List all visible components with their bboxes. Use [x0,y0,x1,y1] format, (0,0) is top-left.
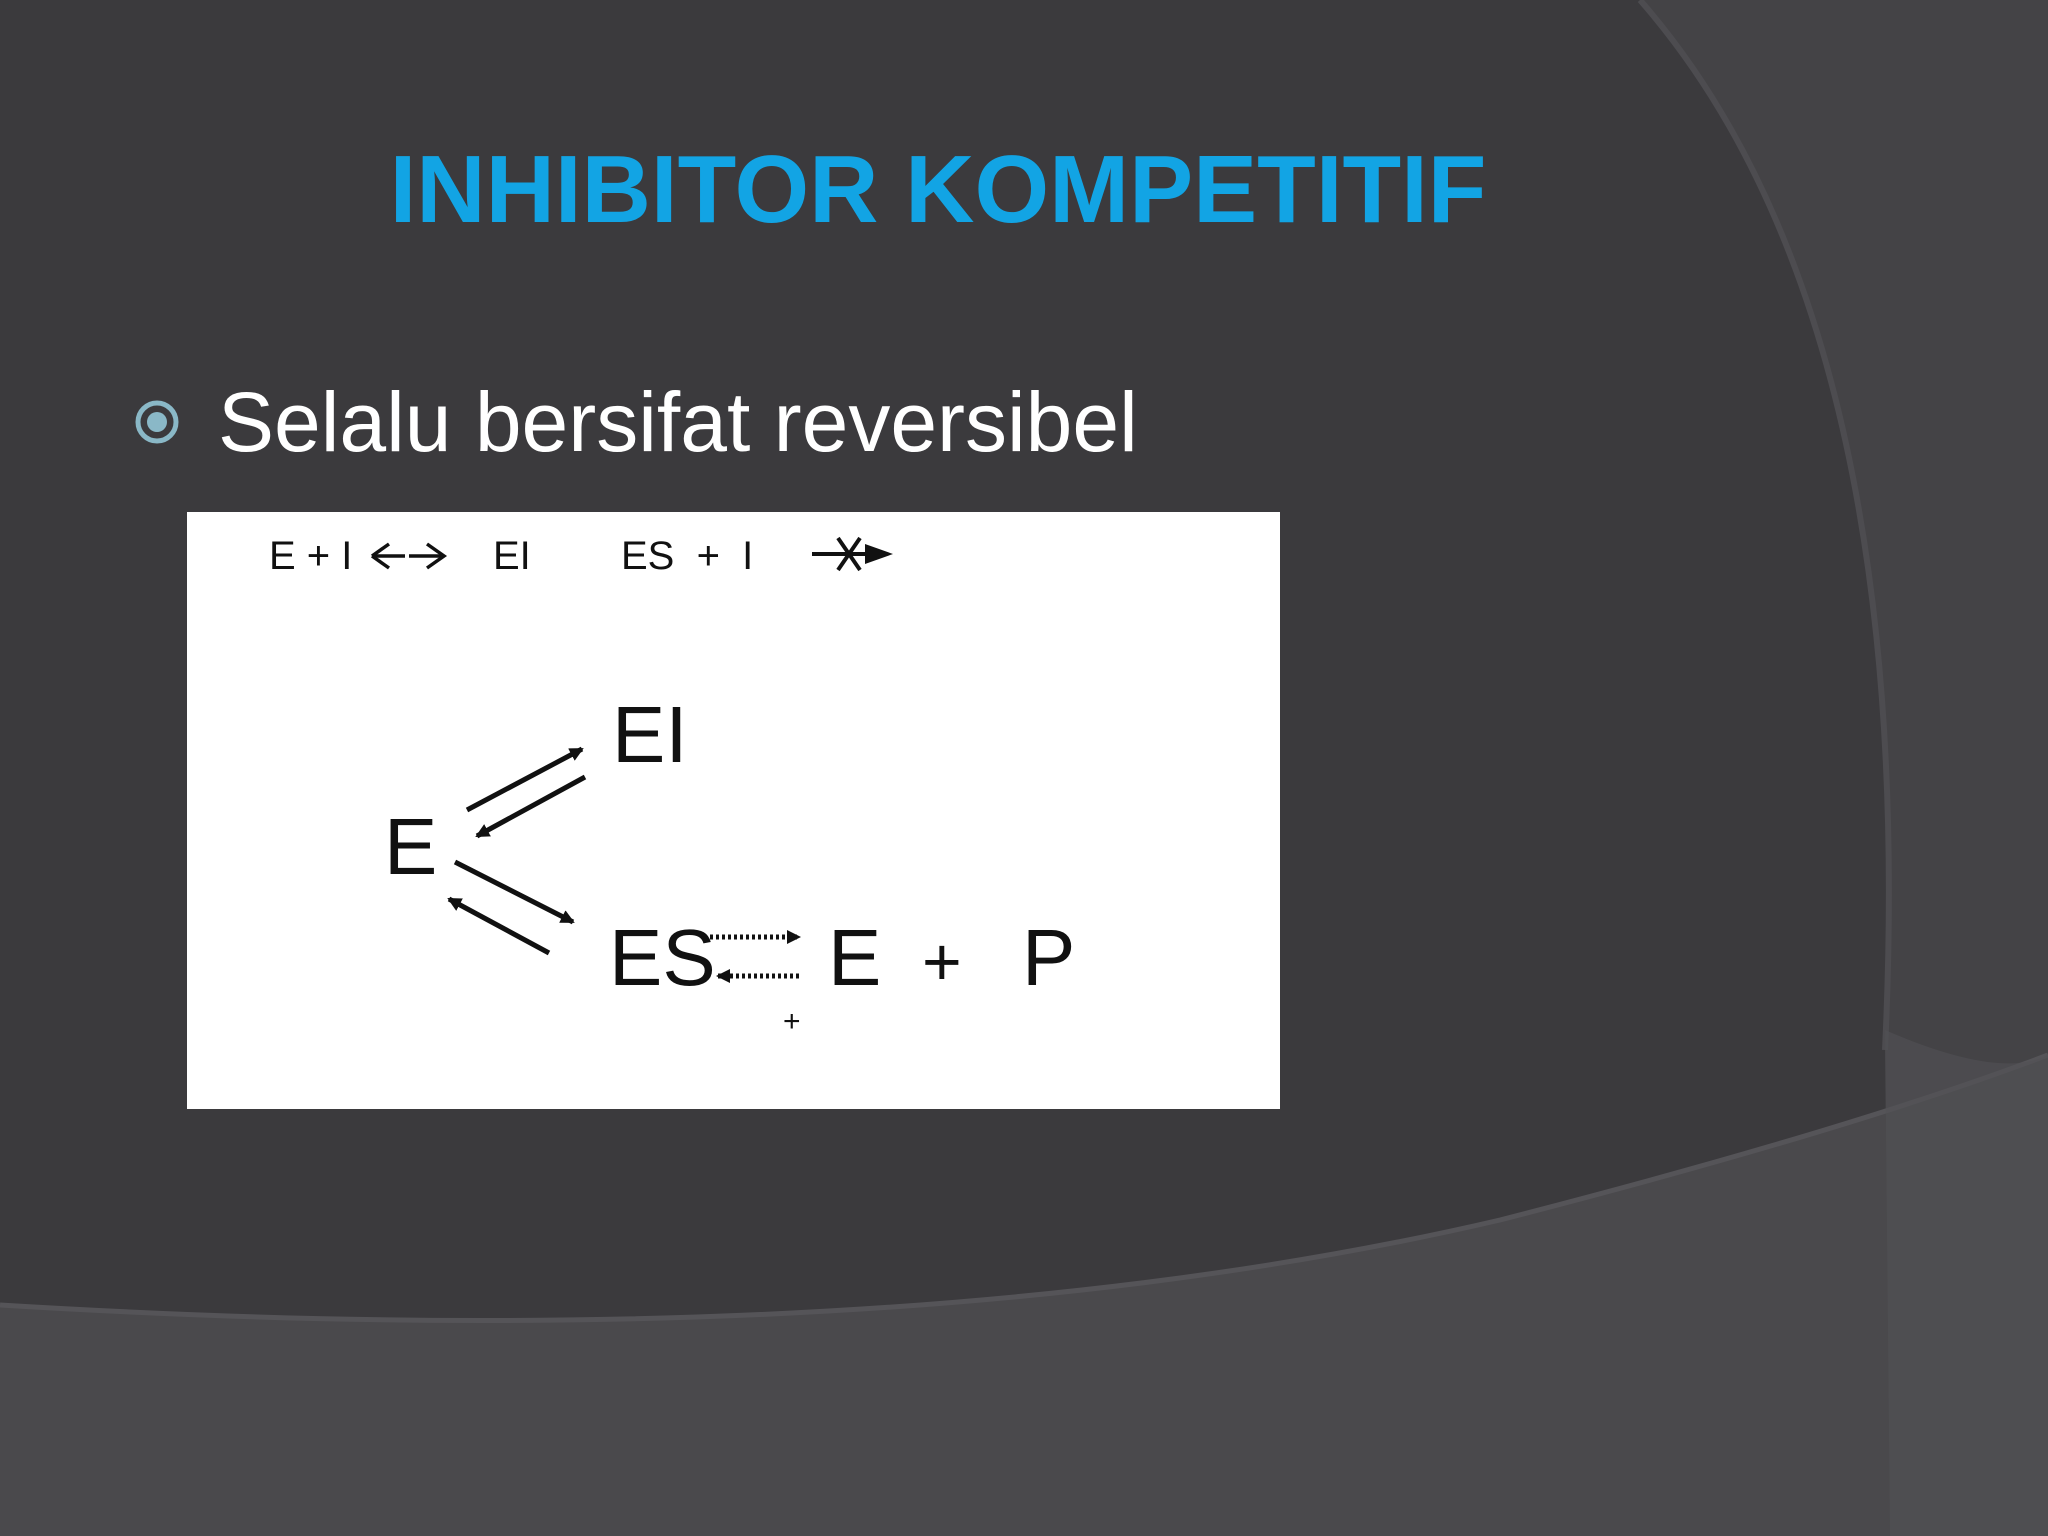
reversible-arrow-icon [370,542,448,570]
scheme-product-e: E [828,913,881,1002]
arrow-ei-to-e [475,774,587,839]
circle-bullet-icon [135,400,179,444]
scheme-es: ES [609,913,716,1002]
bullet-text: Selalu bersifat reversibel [218,374,1138,469]
arrow-e-to-ei [465,746,584,813]
arrow-es-to-e [447,896,551,956]
bullet-item: Selalu bersifat reversibel [134,372,1138,472]
eq1-right: EI [493,534,531,578]
slide-title: INHIBITOR KOMPETITIF [389,136,1487,243]
reaction-diagram: E + I EI ES + I E EI ES E + P [269,534,1075,1038]
blocked-arrow-icon [812,536,893,572]
scheme-plus: + [922,924,962,1000]
scheme-enzyme: E [384,802,437,891]
scheme-product-p: P [1022,913,1075,1002]
eq2-left: ES + I [621,534,753,578]
reaction-figure: E + I EI ES + I E EI ES E + P [187,512,1280,1109]
eq1-left: E + I [269,534,352,578]
arrow-e-to-es [453,859,575,925]
scheme-ei: EI [612,690,688,779]
scheme-small-plus: + [783,1005,801,1038]
